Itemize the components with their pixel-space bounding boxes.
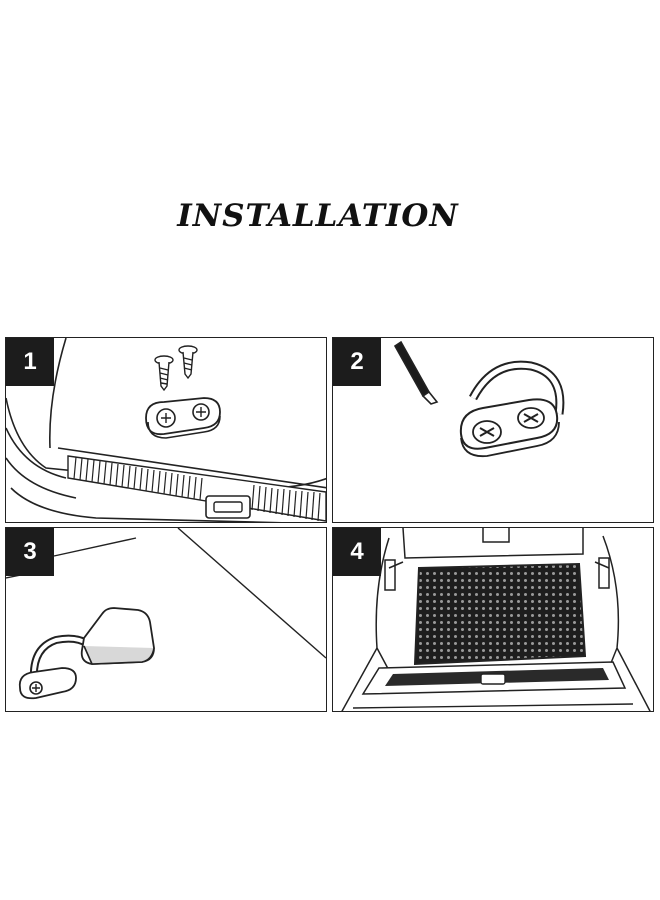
step-1-panel: 1 xyxy=(5,337,327,523)
step-1-illustration xyxy=(6,338,326,522)
step-2-panel: 2 xyxy=(332,337,654,523)
step-3-panel: 3 xyxy=(5,527,327,712)
step-3-badge: 3 xyxy=(6,528,54,576)
step-2-badge: 2 xyxy=(333,338,381,386)
step-2-illustration xyxy=(393,340,565,458)
step-4-illustration xyxy=(341,528,651,711)
step-4-badge: 4 xyxy=(333,528,381,576)
step-3-illustration xyxy=(6,528,326,700)
step-4-panel: 4 xyxy=(332,527,654,712)
page-title: INSTALLATION xyxy=(177,198,459,234)
step-1-badge: 1 xyxy=(6,338,54,386)
